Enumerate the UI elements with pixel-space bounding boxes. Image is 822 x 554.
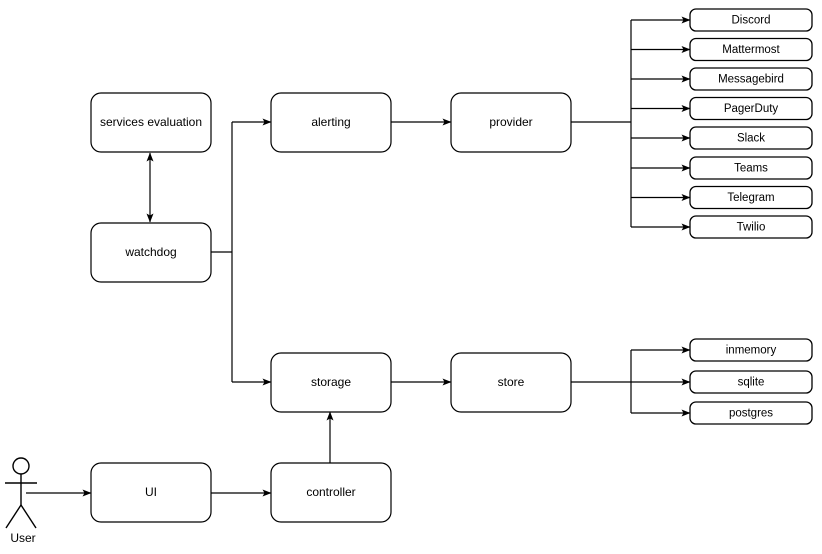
node-controller-box[interactable] xyxy=(270,462,392,523)
leaf-twilio-box[interactable] xyxy=(689,215,813,239)
node-storage-box[interactable] xyxy=(270,352,392,413)
node-storage-label: storage xyxy=(311,375,351,389)
leaf-messagebird-box[interactable] xyxy=(689,67,813,91)
leaf-messagebird[interactable]: Messagebird xyxy=(689,67,813,91)
user-actor: User xyxy=(5,457,37,545)
leaf-discord[interactable]: Discord xyxy=(689,8,813,32)
leaf-mattermost[interactable]: Mattermost xyxy=(689,37,813,62)
node-ui[interactable]: UI xyxy=(90,462,212,523)
leaf-telegram-box[interactable] xyxy=(689,185,813,210)
leaf-pagerduty[interactable]: PagerDuty xyxy=(689,96,813,121)
leaf-slack[interactable]: Slack xyxy=(689,126,813,150)
node-store-label: store xyxy=(498,375,525,389)
actor-head-icon xyxy=(12,457,30,475)
node-controller-label: controller xyxy=(306,485,355,499)
leaf-teams-label: Teams xyxy=(734,163,768,175)
leaf-inmemory[interactable]: inmemory xyxy=(689,338,813,362)
leaf-twilio-label: Twilio xyxy=(737,222,766,234)
node-services-evaluation-box[interactable] xyxy=(90,92,212,153)
leaf-sqlite[interactable]: sqlite xyxy=(689,370,813,394)
node-alerting-label: alerting xyxy=(311,115,350,129)
node-provider-box[interactable] xyxy=(450,92,572,153)
node-alerting-box[interactable] xyxy=(270,92,392,153)
node-services-evaluation[interactable]: services evaluation xyxy=(90,92,212,153)
leaf-teams[interactable]: Teams xyxy=(689,156,813,180)
leaf-pagerduty-label: PagerDuty xyxy=(724,103,779,115)
leaf-telegram[interactable]: Telegram xyxy=(689,185,813,210)
leaf-postgres-label: postgres xyxy=(729,408,773,420)
leaf-slack-label: Slack xyxy=(737,133,765,145)
leaf-inmemory-box[interactable] xyxy=(689,338,813,362)
leaf-discord-box[interactable] xyxy=(689,8,813,32)
leaf-twilio[interactable]: Twilio xyxy=(689,215,813,239)
node-services-evaluation-label: services evaluation xyxy=(100,115,202,129)
node-controller[interactable]: controller xyxy=(270,462,392,523)
leaf-postgres-box[interactable] xyxy=(689,401,813,425)
node-store-box[interactable] xyxy=(450,352,572,413)
node-watchdog-box[interactable] xyxy=(90,222,212,283)
node-ui-box[interactable] xyxy=(90,462,212,523)
node-provider[interactable]: provider xyxy=(450,92,572,153)
leaf-slack-box[interactable] xyxy=(689,126,813,150)
leaf-sqlite-box[interactable] xyxy=(689,370,813,394)
actor-leg-left xyxy=(5,504,22,529)
leaf-postgres[interactable]: postgres xyxy=(689,401,813,425)
node-storage[interactable]: storage xyxy=(270,352,392,413)
node-ui-label: UI xyxy=(145,485,157,499)
leaf-mattermost-box[interactable] xyxy=(689,37,813,62)
node-alerting[interactable]: alerting xyxy=(270,92,392,153)
leaf-sqlite-label: sqlite xyxy=(738,377,765,389)
leaf-telegram-label: Telegram xyxy=(727,192,774,204)
leaf-teams-box[interactable] xyxy=(689,156,813,180)
leaf-inmemory-label: inmemory xyxy=(726,345,777,357)
leaf-pagerduty-box[interactable] xyxy=(689,96,813,121)
node-provider-label: provider xyxy=(489,115,532,129)
node-store[interactable]: store xyxy=(450,352,572,413)
node-watchdog-label: watchdog xyxy=(124,245,176,259)
leaf-messagebird-label: Messagebird xyxy=(718,74,784,86)
actor-leg-right xyxy=(20,504,37,529)
node-watchdog[interactable]: watchdog xyxy=(90,222,212,283)
leaf-discord-label: Discord xyxy=(732,15,771,27)
actor-label: User xyxy=(10,531,35,545)
leaf-mattermost-label: Mattermost xyxy=(722,44,780,56)
